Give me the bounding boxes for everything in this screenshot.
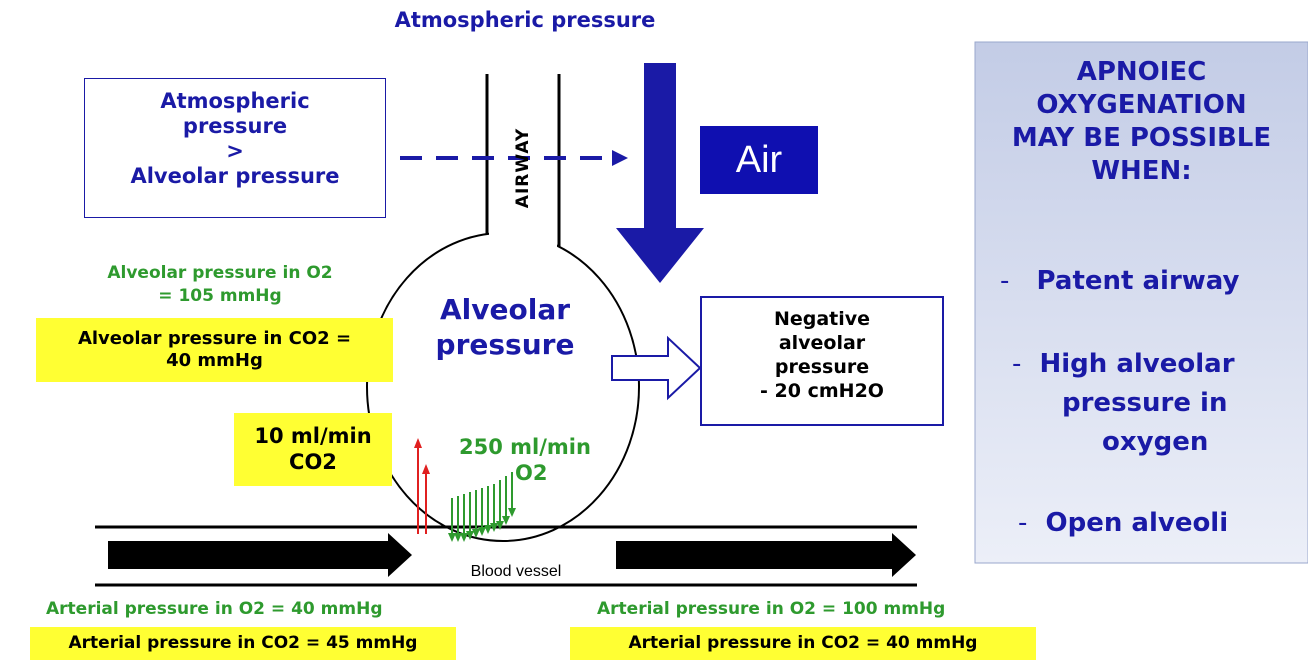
side-panel-title-line1: APNOIEC [1076,57,1207,87]
arterial-co2-left: Arterial pressure in CO2 = 45 mmHg [30,627,456,660]
side-panel-item-3-label: Open alveoli [1045,508,1229,538]
o2-rate-text: 250 ml/min O2 [459,434,609,486]
alveolar-o2-text: Alveolar pressure in O2 = 105 mmHg [60,262,380,308]
co2-rate-box: 10 ml/min CO2 [234,413,392,486]
side-panel-item-2-line1: - High alveolar [1012,345,1302,384]
pressure-comparison-line3: > [226,139,244,163]
side-panel-item-2b: pressure in [1062,388,1228,418]
negative-pressure-line2: alveolar [778,332,866,354]
air-flow-arrow [616,63,704,283]
side-panel-item-high-alveolar: - High alveolar pressure in oxygen [1012,345,1302,462]
side-panel-item-patent-airway: - Patent airway [1000,266,1300,296]
negative-pressure-line4: - 20 cmH2O [760,380,884,402]
alveolar-co2-line1: Alveolar pressure in CO2 = [77,328,352,349]
pressure-comparison-box: Atmospheric pressure > Alveolar pressure [84,78,386,218]
arterial-o2-left: Arterial pressure in O2 = 40 mmHg [46,599,383,619]
pressure-comparison-line2: pressure [182,114,288,138]
o2-rate-line2: O2 [515,461,548,485]
alveolar-pressure-line1: Alveolar [439,293,571,326]
pressure-comparison-line1: Atmospheric [160,89,310,113]
alveolus-shape [366,232,640,542]
side-panel-dash-3: - [1018,508,1028,538]
alveolar-co2-box: Alveolar pressure in CO2 = 40 mmHg [36,318,393,382]
flow-arrow-right [616,533,916,577]
blood-vessel-label: Blood vessel [470,563,562,580]
alveolar-pressure-label: Alveolar pressure [425,292,585,362]
alveolar-pressure-line2: pressure [435,328,575,361]
o2-arrows [448,472,516,542]
atmospheric-pressure-title: Atmospheric pressure [394,8,656,32]
negative-pressure-box: Negative alveolar pressure - 20 cmH2O [700,296,944,426]
alveolar-co2-line2: 40 mmHg [166,350,263,371]
dashed-arrow-head [612,150,628,166]
side-panel-dash-2: - [1012,349,1022,379]
negative-pressure-line1: Negative [773,308,871,330]
negative-pressure-line3: pressure [774,356,870,378]
side-panel-background [974,41,1308,564]
side-panel-title: APNOIEC OXYGENATION MAY BE POSSIBLE WHEN… [975,56,1308,188]
outline-arrow [611,335,702,401]
side-panel-item-2a: High alveolar [1039,349,1235,379]
side-panel-title-line2: OXYGENATION [1036,90,1247,120]
side-panel-item-1-label: Patent airway [1036,266,1240,296]
side-panel-dash-1: - [1000,266,1010,296]
co2-arrow-2-head [422,464,430,474]
flow-arrow-left [108,533,412,577]
side-panel-title-line3: MAY BE POSSIBLE [1011,123,1272,153]
co2-rate-line1: 10 ml/min [254,424,372,448]
pressure-comparison-line4: Alveolar pressure [130,164,340,188]
alveolar-o2-line1: Alveolar pressure in O2 [107,263,333,283]
air-box: Air [700,126,818,194]
side-panel-item-open-alveoli: - Open alveoli [1018,508,1298,538]
o2-rate-line1: 250 ml/min [459,435,591,459]
side-panel-item-2c: oxygen [1102,427,1209,457]
arterial-co2-right: Arterial pressure in CO2 = 40 mmHg [570,627,1036,660]
alveolar-o2-line2: = 105 mmHg [158,286,282,306]
arterial-o2-right: Arterial pressure in O2 = 100 mmHg [597,599,946,619]
side-panel-title-line4: WHEN: [1091,156,1192,186]
co2-rate-line2: CO2 [289,450,337,474]
co2-arrow-1-head [414,438,422,448]
airway-label: AIRWAY [513,127,533,209]
